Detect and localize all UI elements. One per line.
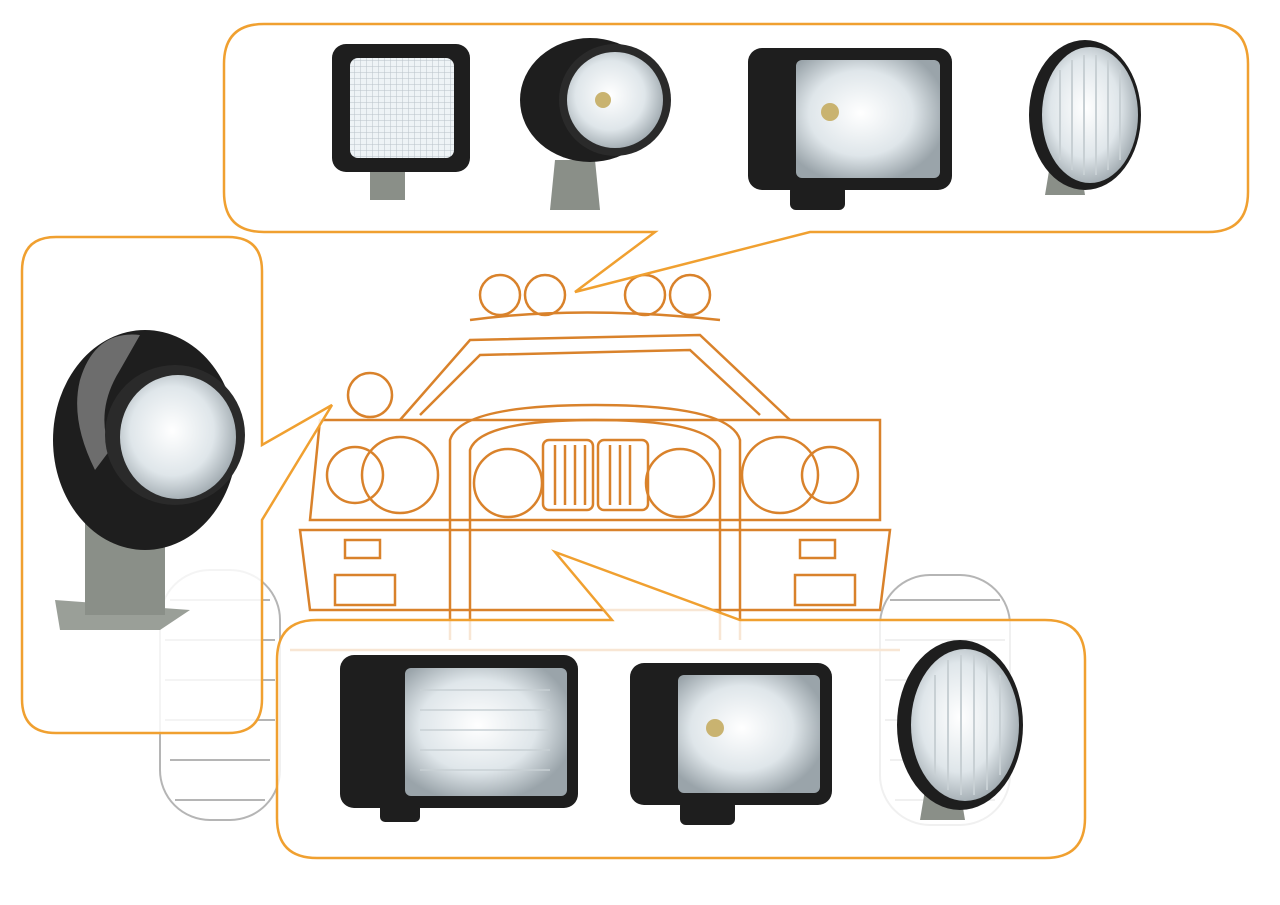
rectangular-headlamp-icon: [340, 655, 578, 822]
round-fog-lamp-icon: [897, 640, 1023, 820]
rectangular-driving-lamp-icon: [748, 48, 952, 210]
round-offroad-lamp-icon: [53, 330, 245, 630]
square-work-lamp-icon: [332, 44, 470, 200]
callout-top: [222, 22, 1250, 294]
rectangular-driving-lamp-icon: [630, 663, 832, 825]
round-driving-lamp-icon: [520, 38, 671, 210]
round-fog-lamp-icon: [1029, 40, 1141, 195]
